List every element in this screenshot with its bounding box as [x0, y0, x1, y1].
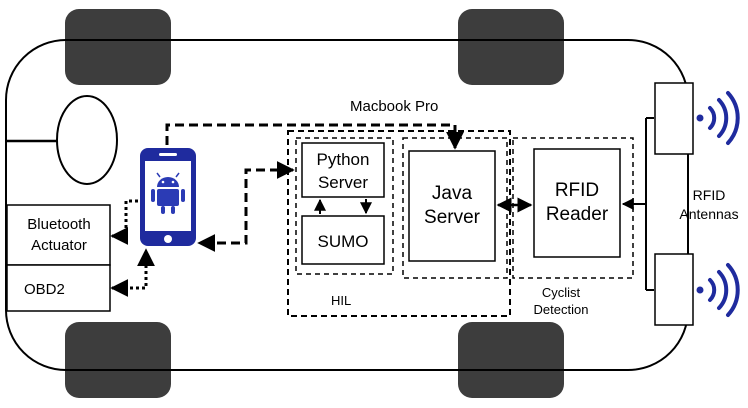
cyclist-detection-label-1: Cyclist — [542, 285, 581, 300]
bluetooth-actuator-label-1: Bluetooth — [27, 216, 90, 233]
antenna-box-bottom — [654, 253, 694, 326]
obd2-label: OBD2 — [24, 281, 65, 298]
wheel-front-right — [458, 9, 564, 85]
obd2-box — [6, 264, 111, 312]
antenna-box-top — [654, 82, 694, 155]
hil-label: HIL — [331, 293, 351, 308]
java-server-label-1: Java — [432, 183, 473, 204]
sumo-label: SUMO — [318, 232, 369, 251]
rfid-antennas-label-2: Antennas — [679, 206, 738, 222]
cyclist-detection-label-2: Detection — [534, 302, 589, 317]
sumo-box — [301, 215, 385, 265]
java-server-label-2: Server — [424, 207, 481, 228]
link-python-to-phone — [197, 161, 295, 252]
python-server-label-2: Server — [318, 173, 368, 192]
link-obd2-phone — [110, 248, 155, 297]
python-server-label-1: Python — [317, 150, 370, 169]
python-server-box — [301, 142, 385, 198]
macbook-boundary — [287, 130, 511, 317]
rfid-reader-box — [533, 148, 621, 258]
rfid-antennas-label-1: RFID — [693, 187, 726, 203]
wifi-signal-icon — [696, 263, 740, 317]
android-robot-icon — [151, 172, 185, 214]
rfid-reader-label-2: Reader — [546, 204, 609, 225]
macbook-label: Macbook Pro — [350, 98, 438, 115]
link-phone-bluetooth — [110, 199, 138, 245]
java-server-box — [408, 150, 496, 262]
bluetooth-actuator-label-2: Actuator — [31, 237, 87, 254]
car-body — [5, 39, 689, 371]
hil-boundary — [295, 137, 394, 275]
wifi-signal-icon — [696, 91, 740, 145]
bluetooth-actuator-box — [6, 204, 111, 266]
wheel-rear-right — [458, 322, 564, 398]
wheel-front-left — [65, 9, 171, 85]
rfid-reader-label-1: RFID — [555, 180, 599, 201]
wheel-rear-left — [65, 322, 171, 398]
android-phone-icon — [140, 148, 196, 246]
steering-wheel — [56, 95, 118, 185]
